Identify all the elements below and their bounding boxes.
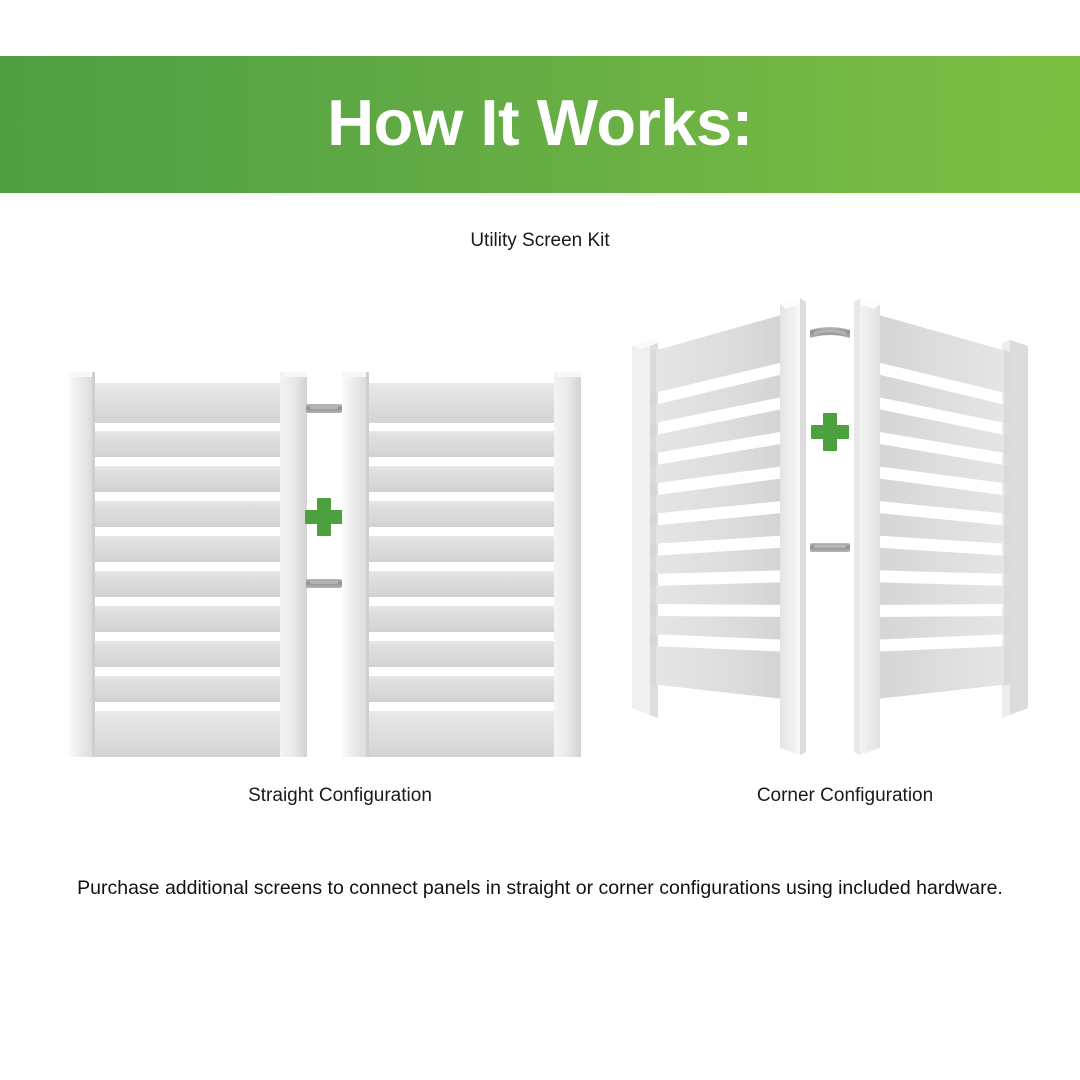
corner-panel-right <box>868 312 1028 718</box>
corner-slats-right <box>868 312 1010 700</box>
panel-post-left <box>342 372 369 757</box>
page-title: How It Works: <box>327 86 753 159</box>
corner-post-center-left <box>780 298 806 755</box>
header-banner: How It Works: <box>0 56 1080 193</box>
corner-configuration-illustration <box>632 298 1028 755</box>
connector-bracket-bottom <box>306 579 342 588</box>
corner-connector-group <box>810 327 850 552</box>
panel-slats-right <box>369 383 554 757</box>
straight-connector-group <box>305 404 343 588</box>
straight-configuration-caption: Straight Configuration <box>248 785 432 806</box>
footer-note: Purchase additional screens to connect p… <box>77 877 1003 899</box>
connector-bracket-top <box>810 327 850 338</box>
straight-panel-left <box>68 372 307 777</box>
kit-name-label: Utility Screen Kit <box>470 230 610 251</box>
panel-post-right <box>554 372 581 757</box>
plus-icon-corner <box>811 413 849 451</box>
connector-bracket-bottom <box>810 543 850 552</box>
corner-post-center-right <box>854 298 880 755</box>
panel-post-left <box>68 372 95 757</box>
plus-icon-straight <box>305 498 343 536</box>
panel-slats-left <box>95 383 280 757</box>
connector-bracket-top <box>306 404 342 413</box>
corner-panel-left <box>632 312 792 718</box>
panel-post-right <box>280 372 307 757</box>
diagram-area <box>0 280 1080 780</box>
corner-slats-left <box>650 312 792 700</box>
corner-configuration-caption: Corner Configuration <box>756 785 934 806</box>
straight-configuration-illustration <box>68 372 581 777</box>
straight-panel-right <box>342 372 581 777</box>
